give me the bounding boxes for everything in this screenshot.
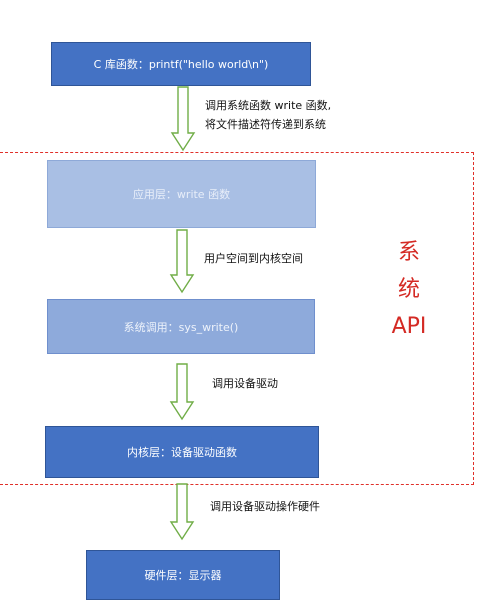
arrow-label-2: 用户空间到内核空间: [204, 252, 303, 265]
arrow-down-1: [170, 86, 196, 152]
system-api-region: [0, 152, 474, 485]
system-api-label: 系 统 API: [391, 240, 427, 339]
arrow-label-1: 调用系统函数 write 函数, 将文件描述符传递到系统: [205, 96, 331, 134]
c-library-box: C 库函数：printf("hello world\n"): [51, 42, 311, 86]
syscall-box: 系统调用：sys_write(): [47, 299, 315, 354]
arrow-label-4: 调用设备驱动操作硬件: [210, 500, 320, 513]
kernel-layer-box: 内核层：设备驱动函数: [45, 426, 319, 478]
arrow-down-4: [169, 483, 195, 541]
hardware-layer-box: 硬件层：显示器: [86, 550, 280, 600]
arrow-label-3: 调用设备驱动: [212, 377, 278, 390]
arrow-down-2: [169, 229, 195, 294]
arrow-label-1-line-1: 调用系统函数 write 函数,: [205, 99, 332, 112]
arrow-down-3: [169, 363, 195, 421]
app-layer-box: 应用层：write 函数: [47, 160, 316, 228]
arrow-label-1-line-2: 将文件描述符传递到系统: [205, 118, 326, 131]
